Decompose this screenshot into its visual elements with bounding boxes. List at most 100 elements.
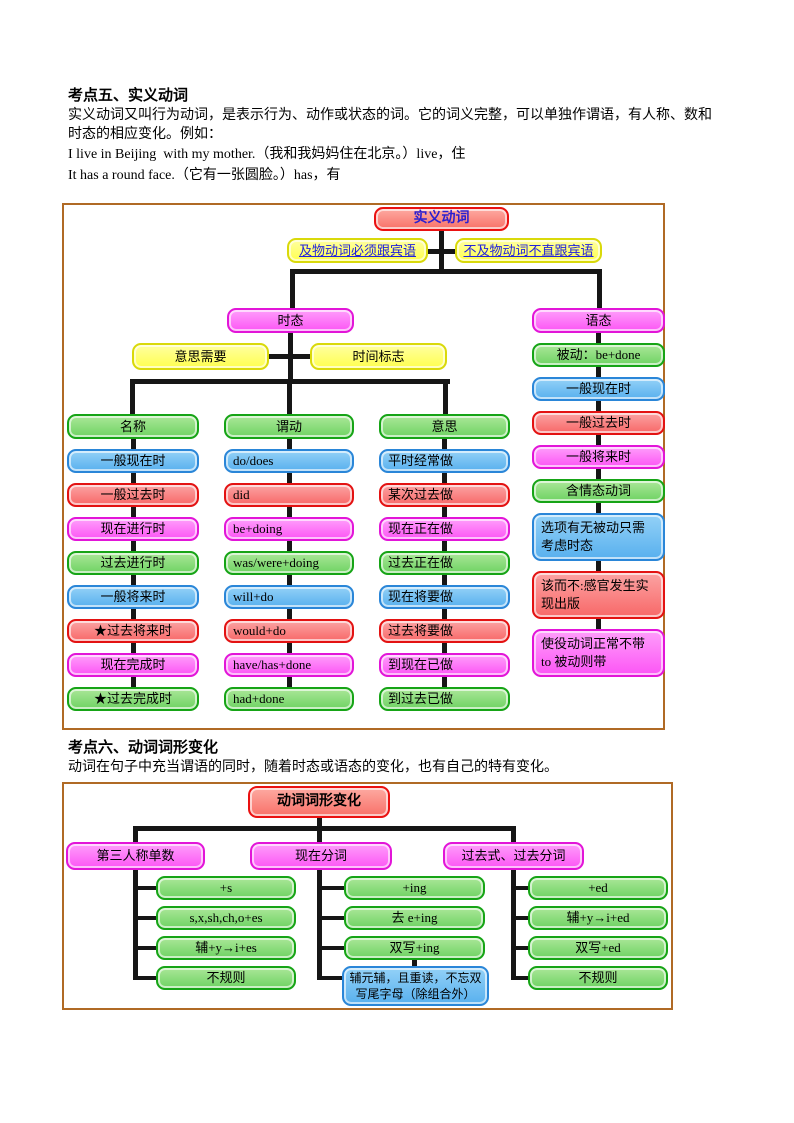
- connector: [293, 354, 310, 359]
- connector: [596, 401, 601, 411]
- third-person-item: s,x,sh,ch,o+es: [156, 906, 296, 930]
- section6-heading: 考点六、动词词形变化: [68, 739, 219, 756]
- connector: [442, 643, 447, 653]
- present-participle-item: +ing: [344, 876, 485, 900]
- voice-column: 语态 被动：be+done 一般现在时 一般过去时 一般将来时 含情态动词 选项…: [532, 308, 665, 677]
- tense-name-row: ★过去将来时: [67, 619, 199, 643]
- notional-verb-diagram: 实义动词 及物动词必须跟宾语 不及物动词不直跟宾语 时态 意思需要 时间标志 名…: [62, 203, 665, 730]
- connector: [596, 469, 601, 479]
- tense-meaning-column: 意思 平时经常做 某次过去做 现在正在做 过去正在做 现在将要做 过去将要做 到…: [379, 414, 510, 711]
- connector: [130, 575, 136, 585]
- connector: [596, 333, 601, 343]
- past-forms-item: 双写+ed: [528, 936, 668, 960]
- connector: [442, 609, 447, 619]
- connector: [442, 507, 447, 517]
- connector: [130, 541, 136, 551]
- diagram2-root: 动词词形变化: [248, 786, 390, 818]
- connector: [286, 677, 292, 687]
- connector: [286, 541, 292, 551]
- voice-row: 一般现在时: [532, 377, 665, 401]
- past-forms-item: 不规则: [528, 966, 668, 990]
- connector: [130, 507, 136, 517]
- tense-meaning-row: 过去将要做: [379, 619, 510, 643]
- connector: [290, 269, 602, 274]
- connector: [511, 870, 516, 980]
- connector: [133, 826, 516, 831]
- connector: [130, 643, 136, 653]
- connector: [596, 435, 601, 445]
- connector: [597, 269, 602, 308]
- connector: [136, 976, 156, 980]
- connector: [286, 609, 292, 619]
- tense-name-row: 一般将来时: [67, 585, 199, 609]
- third-person-item: +s: [156, 876, 296, 900]
- connector: [428, 249, 439, 254]
- connector: [596, 561, 601, 571]
- tense-form-row: had+done: [224, 687, 354, 711]
- tense-form-row: did: [224, 483, 354, 507]
- tense-meaning-row: 现在将要做: [379, 585, 510, 609]
- connector: [320, 946, 344, 950]
- connector: [130, 609, 136, 619]
- voice-note: 选项有无被动只需考虑时态: [532, 513, 665, 561]
- connector: [286, 473, 292, 483]
- column-header: 名称: [67, 414, 199, 439]
- tense-meaning-row: 过去正在做: [379, 551, 510, 575]
- present-participle-item: 去 e+ing: [344, 906, 485, 930]
- connector: [443, 379, 448, 414]
- section5-example-2: It has a round face.（它有一张圆脸。）has，有: [68, 168, 341, 183]
- section6-body: 动词在句子中充当谓语的同时，随着时态或语态的变化，也有自己的特有变化。: [68, 760, 558, 775]
- voice-note: 该而不:感官发生实现出版: [532, 571, 665, 619]
- section5-text: 考点五、实义动词 实义动词又叫行为动词，是表示行为、动作或状态的词。它的词义完整…: [68, 86, 718, 186]
- past-forms-item: 辅+y→i+ed: [528, 906, 668, 930]
- tense-name-row: 现在完成时: [67, 653, 199, 677]
- connector: [317, 818, 322, 980]
- section5-heading: 考点五、实义动词: [68, 87, 189, 104]
- third-person-item: 不规则: [156, 966, 296, 990]
- present-participle-note: 辅元辅，且重读，不忘双写尾字母（除组合外）: [342, 966, 489, 1006]
- connector: [130, 439, 136, 449]
- connector: [514, 976, 530, 980]
- tense-name-column: 名称 一般现在时 一般过去时 现在进行时 过去进行时 一般将来时 ★过去将来时 …: [67, 414, 199, 711]
- tense-note-left: 意思需要: [132, 343, 269, 370]
- tense-form-row: will+do: [224, 585, 354, 609]
- tense-form-column: 谓动 do/does did be+doing was/were+doing w…: [224, 414, 354, 711]
- connector: [286, 643, 292, 653]
- tense-form-row: would+do: [224, 619, 354, 643]
- connector: [596, 367, 601, 377]
- connector: [130, 677, 136, 687]
- connector: [286, 575, 292, 585]
- present-participle-item: 双写+ing: [344, 936, 485, 960]
- past-forms-item: +ed: [528, 876, 668, 900]
- connector: [133, 826, 138, 842]
- section6-text: 考点六、动词词形变化 动词在句子中充当谓语的同时，随着时态或语态的变化，也有自己…: [68, 738, 718, 777]
- connector: [136, 916, 156, 920]
- past-forms-header: 过去式、过去分词: [443, 842, 584, 870]
- connector: [286, 439, 292, 449]
- voice-note: 使役动词正常不带 to 被动则带: [532, 629, 665, 677]
- connector: [320, 976, 344, 980]
- tense-meaning-row: 到过去已做: [379, 687, 510, 711]
- connector: [133, 870, 138, 980]
- diagram1-root: 实义动词: [374, 207, 509, 231]
- tense-meaning-row: 到现在已做: [379, 653, 510, 677]
- connector: [130, 473, 136, 483]
- connector: [442, 473, 447, 483]
- connector: [514, 916, 530, 920]
- intransitive-note: 不及物动词不直跟宾语: [455, 238, 602, 263]
- tense-name-row: 一般过去时: [67, 483, 199, 507]
- transitive-note: 及物动词必须跟宾语: [287, 238, 428, 263]
- verb-form-diagram: 动词词形变化 第三人称单数 现在分词 过去式、过去分词 +s s,x,sh,ch…: [62, 782, 673, 1010]
- connector: [320, 886, 344, 890]
- section5-example-1: I live in Beijing with my mother.（我和我妈妈住…: [68, 147, 466, 162]
- connector: [130, 379, 135, 414]
- column-header: 谓动: [224, 414, 354, 439]
- third-person-header: 第三人称单数: [66, 842, 205, 870]
- tense-name-row: 现在进行时: [67, 517, 199, 541]
- tense-meaning-row: 平时经常做: [379, 449, 510, 473]
- connector: [136, 946, 156, 950]
- connector: [269, 354, 288, 359]
- connector: [439, 231, 444, 271]
- tense-meaning-row: 某次过去做: [379, 483, 510, 507]
